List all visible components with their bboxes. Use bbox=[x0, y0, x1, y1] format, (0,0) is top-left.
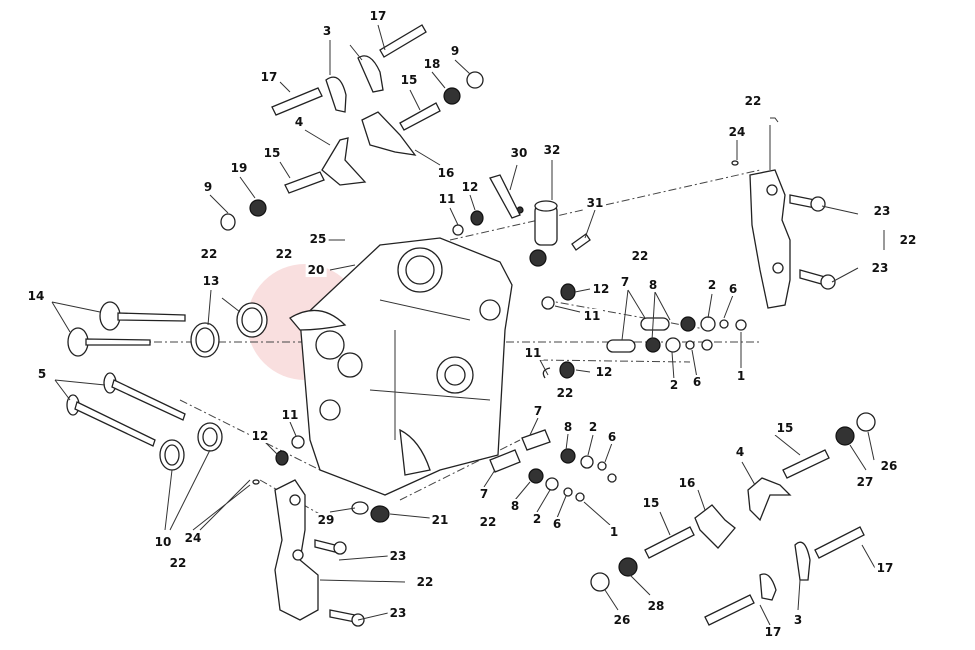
callout-label: 27 bbox=[854, 475, 876, 489]
callout-label: 8 bbox=[561, 420, 575, 434]
callout-label: 22 bbox=[554, 386, 576, 400]
rocker-shafts-upper bbox=[220, 24, 524, 231]
axis-line bbox=[399, 439, 521, 501]
callout-label: 7 bbox=[531, 404, 545, 418]
plugs-washers bbox=[275, 210, 576, 523]
callout-label: 16 bbox=[676, 476, 698, 490]
callout-label: 10 bbox=[152, 535, 174, 549]
callout-label: 6 bbox=[605, 430, 619, 444]
callout-label: 9 bbox=[201, 180, 215, 194]
callout-label: 17 bbox=[874, 561, 896, 575]
axis-line bbox=[449, 169, 761, 241]
callout-label: 1 bbox=[607, 525, 621, 539]
callout-label: 22 bbox=[742, 94, 764, 108]
callout-label: 23 bbox=[871, 204, 893, 218]
callout-label: 19 bbox=[228, 161, 250, 175]
callout-label: 18 bbox=[421, 57, 443, 71]
callout-label: 13 bbox=[200, 274, 222, 288]
callout-label: 6 bbox=[726, 282, 740, 296]
callout-label: 17 bbox=[258, 70, 280, 84]
callout-label: 15 bbox=[640, 496, 662, 510]
callout-label: 22 bbox=[897, 233, 919, 247]
callout-label: 5 bbox=[35, 367, 49, 381]
callout-label: 26 bbox=[611, 613, 633, 627]
callout-label: 1 bbox=[734, 369, 748, 383]
callout-label: 11 bbox=[279, 408, 301, 422]
callout-label: 32 bbox=[541, 143, 563, 157]
callout-label: 17 bbox=[762, 625, 784, 639]
cam-bracket-right bbox=[731, 117, 836, 309]
callout-label: 30 bbox=[508, 146, 530, 160]
callout-label: 2 bbox=[667, 378, 681, 392]
callout-label: 28 bbox=[645, 599, 667, 613]
callout-label: 11 bbox=[436, 192, 458, 206]
callout-label: 3 bbox=[320, 24, 334, 38]
callout-label: 14 bbox=[25, 289, 47, 303]
callout-label: 2 bbox=[530, 512, 544, 526]
axis-line bbox=[179, 399, 321, 471]
callout-label: 16 bbox=[435, 166, 457, 180]
callout-label: 25 bbox=[307, 232, 329, 246]
callout-label: 22 bbox=[273, 247, 295, 261]
valve-intake bbox=[67, 301, 186, 357]
callout-label: 15 bbox=[774, 421, 796, 435]
callout-label: 11 bbox=[522, 346, 544, 360]
callout-label: 7 bbox=[618, 275, 632, 289]
callout-label: 15 bbox=[261, 146, 283, 160]
valve-seals bbox=[159, 302, 268, 471]
callout-label: 4 bbox=[292, 115, 306, 129]
callout-label: 22 bbox=[167, 556, 189, 570]
callout-label: 12 bbox=[249, 429, 271, 443]
callout-label: 12 bbox=[459, 180, 481, 194]
callout-label: 6 bbox=[690, 375, 704, 389]
callout-label: 7 bbox=[477, 487, 491, 501]
cylinder-head bbox=[289, 237, 513, 496]
thermostat-housing bbox=[489, 174, 591, 267]
callout-label: 22 bbox=[414, 575, 436, 589]
callout-label: 26 bbox=[878, 459, 900, 473]
callout-label: 8 bbox=[646, 278, 660, 292]
callout-label: 4 bbox=[733, 445, 747, 459]
callout-label: 29 bbox=[315, 513, 337, 527]
callout-label: 23 bbox=[387, 549, 409, 563]
axis-line bbox=[539, 359, 691, 363]
callout-label: 23 bbox=[869, 261, 891, 275]
callout-label: 3 bbox=[791, 613, 805, 627]
rocker-shafts-lower bbox=[590, 412, 876, 626]
callout-label: 22 bbox=[629, 249, 651, 263]
callout-label: 6 bbox=[550, 517, 564, 531]
callout-label: 15 bbox=[398, 73, 420, 87]
leader-lines bbox=[51, 24, 885, 626]
callout-label: 12 bbox=[590, 282, 612, 296]
callout-label: 2 bbox=[705, 278, 719, 292]
callout-label: 8 bbox=[508, 499, 522, 513]
tappet-assembly-lower bbox=[489, 429, 617, 502]
callout-label: 12 bbox=[593, 365, 615, 379]
callout-label: 24 bbox=[726, 125, 748, 139]
callout-label: 2 bbox=[586, 420, 600, 434]
callout-label: 20 bbox=[305, 263, 327, 277]
callout-label: 23 bbox=[387, 606, 409, 620]
tappet-assembly-upper bbox=[606, 316, 747, 353]
callout-label: 17 bbox=[367, 9, 389, 23]
callout-label: 24 bbox=[182, 531, 204, 545]
callout-label: 21 bbox=[429, 513, 451, 527]
cam-bracket-left bbox=[252, 479, 365, 627]
callout-label: 22 bbox=[198, 247, 220, 261]
callout-label: 9 bbox=[448, 44, 462, 58]
callout-label: 31 bbox=[584, 196, 606, 210]
callout-label: 22 bbox=[477, 515, 499, 529]
callout-label: 11 bbox=[581, 309, 603, 323]
valve-exhaust bbox=[66, 372, 186, 447]
